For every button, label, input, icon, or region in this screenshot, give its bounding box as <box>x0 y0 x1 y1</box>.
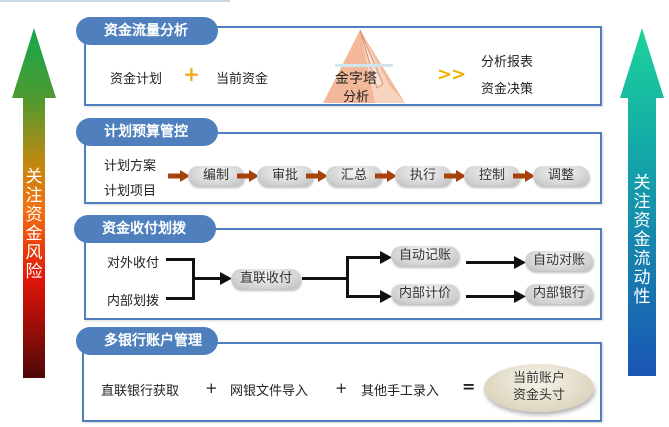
connector-line <box>302 277 348 280</box>
multibank-tab: 多银行账户管理 <box>76 327 218 355</box>
connector-line <box>166 258 194 261</box>
payment-tab: 资金收付划拨 <box>74 215 216 243</box>
connector-line <box>466 261 516 264</box>
up-arrow-icon <box>12 28 56 378</box>
internal-transfer-text: 内部划拨 <box>107 294 160 309</box>
plan-item-text: 计划项目 <box>104 184 157 199</box>
liquidity-arrow-label: 关注资金流动性 <box>633 173 651 307</box>
plus-icon: + <box>183 62 200 86</box>
internal-bank-node: 内部银行 <box>525 284 593 304</box>
flow-arrow-icon <box>444 170 466 182</box>
manual-entry-text: 其他手工录入 <box>361 384 440 399</box>
flow-arrow-icon <box>513 170 535 182</box>
connector-line <box>346 295 382 298</box>
connector-line <box>346 256 382 259</box>
direct-payment-node: 直联收付 <box>231 269 301 289</box>
arrowhead-icon <box>220 272 232 285</box>
plan-scheme-text: 计划方案 <box>104 159 157 174</box>
budget-tab: 计划预算管控 <box>76 118 218 146</box>
plus-sign: + <box>335 379 348 397</box>
connector-line <box>166 297 194 300</box>
external-payment-text: 对外收付 <box>107 256 160 271</box>
pyramid-title: 金字塔 <box>335 71 377 87</box>
connector-line <box>466 295 516 298</box>
budget-step-3: 汇总 <box>326 166 382 186</box>
arrowhead-icon <box>514 290 526 303</box>
connector-line <box>192 277 222 280</box>
direct-bank-text: 直联银行获取 <box>101 384 180 399</box>
plus-sign: + <box>205 379 218 397</box>
cash-flow-tab: 资金流量分析 <box>76 17 218 45</box>
account-position-line1: 当前账户 <box>512 371 565 386</box>
connector-line <box>346 256 349 298</box>
arrowhead-icon <box>380 251 392 264</box>
pyramid-icon <box>323 29 405 103</box>
pyramid-subtitle: 分析 <box>343 90 370 105</box>
account-position-node: 当前账户 资金头寸 <box>484 364 594 412</box>
ebank-import-text: 网银文件导入 <box>230 384 309 399</box>
payment-panel <box>84 228 602 320</box>
auto-booking-node: 自动记账 <box>391 246 459 266</box>
arrowhead-icon <box>514 256 526 269</box>
analysis-report-text: 分析报表 <box>481 55 534 70</box>
cash-plan-text: 资金计划 <box>110 72 163 87</box>
flow-arrow-icon <box>375 170 397 182</box>
arrowhead-icon <box>380 290 392 303</box>
current-funds-text: 当前资金 <box>216 72 269 87</box>
flow-arrow-icon <box>168 170 190 182</box>
fund-decision-text: 资金决策 <box>481 82 534 97</box>
budget-step-6: 调整 <box>533 166 589 186</box>
double-chevron-icon: >> <box>437 64 466 85</box>
top-divider <box>0 0 230 2</box>
budget-step-2: 审批 <box>257 166 313 186</box>
budget-step-4: 执行 <box>395 166 451 186</box>
up-arrow-icon <box>620 28 664 376</box>
pyramid-graphic: 金字塔 分析 <box>305 28 415 105</box>
auto-reconcile-node: 自动对账 <box>525 251 593 271</box>
liquidity-arrow: 关注资金流动性 <box>618 28 666 378</box>
risk-arrow: 关注资金风险 <box>10 28 58 380</box>
flow-arrow-icon <box>237 170 259 182</box>
flow-arrow-icon <box>306 170 328 182</box>
internal-pricing-node: 内部计价 <box>391 284 459 304</box>
risk-arrow-label: 关注资金风险 <box>25 167 43 282</box>
budget-step-5: 控制 <box>464 166 520 186</box>
equals-sign: = <box>462 377 476 396</box>
account-position-line2: 资金头寸 <box>512 388 565 403</box>
budget-step-1: 编制 <box>188 166 244 186</box>
